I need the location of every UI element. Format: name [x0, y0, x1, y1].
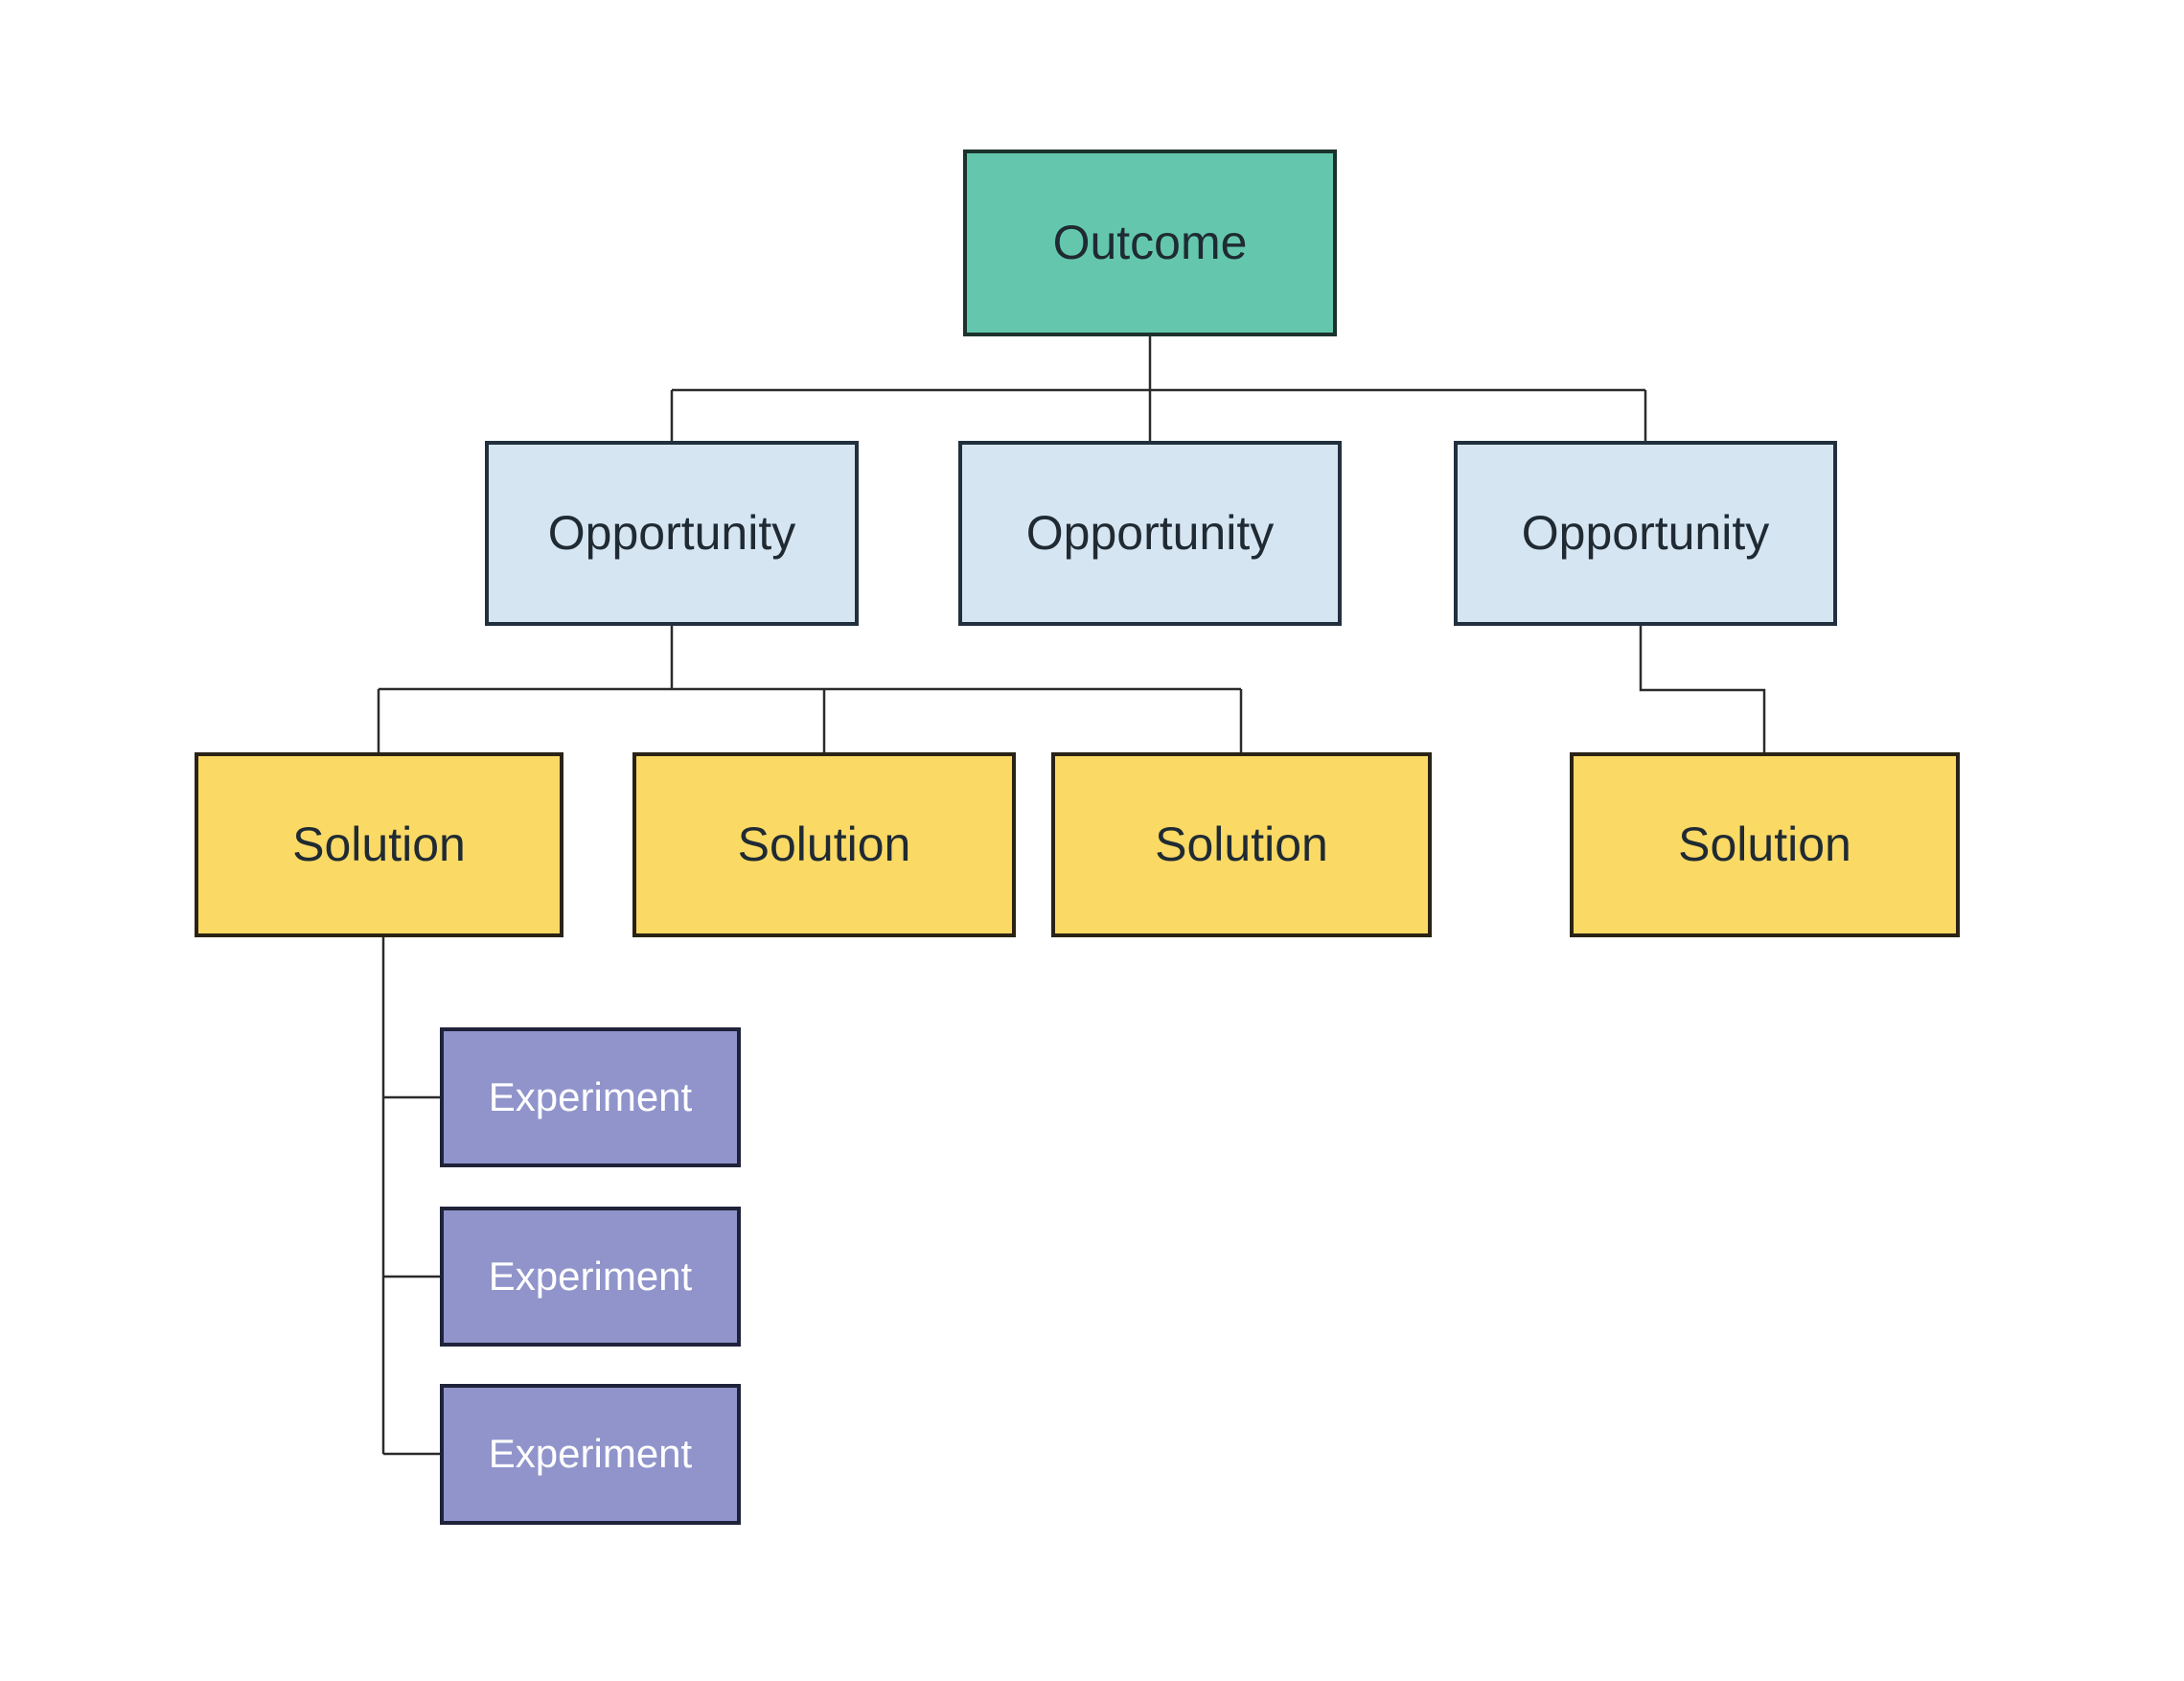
- solution-label: Solution: [292, 817, 466, 871]
- opportunity-label: Opportunity: [1025, 506, 1275, 560]
- outcome-node: Outcome: [963, 150, 1337, 336]
- opportunity-node-2: Opportunity: [958, 441, 1342, 626]
- solution-label: Solution: [1678, 817, 1851, 871]
- opportunity-node-3: Opportunity: [1454, 441, 1837, 626]
- solution-label: Solution: [1155, 817, 1328, 871]
- experiment-label: Experiment: [488, 1073, 693, 1119]
- experiment-label: Experiment: [488, 1253, 693, 1299]
- solution-node-2: Solution: [632, 752, 1016, 937]
- edge-outcome-to-opportunities: [670, 336, 1647, 441]
- experiment-label: Experiment: [488, 1431, 693, 1477]
- solution-node-1: Solution: [195, 752, 563, 937]
- experiment-node-1: Experiment: [440, 1027, 741, 1167]
- opportunity-node-1: Opportunity: [485, 441, 859, 626]
- experiment-node-3: Experiment: [440, 1384, 741, 1525]
- edge-solution1-to-experiments: [381, 937, 440, 1456]
- edge-opportunity3-to-solution4: [1639, 626, 1766, 752]
- solution-node-4: Solution: [1570, 752, 1960, 937]
- edge-opportunity1-to-solutions: [377, 626, 1243, 752]
- opportunity-label: Opportunity: [1521, 506, 1770, 560]
- outcome-label: Outcome: [1052, 216, 1248, 269]
- experiment-node-2: Experiment: [440, 1207, 741, 1347]
- opportunity-label: Opportunity: [547, 506, 796, 560]
- solution-label: Solution: [737, 817, 911, 871]
- solution-node-3: Solution: [1051, 752, 1432, 937]
